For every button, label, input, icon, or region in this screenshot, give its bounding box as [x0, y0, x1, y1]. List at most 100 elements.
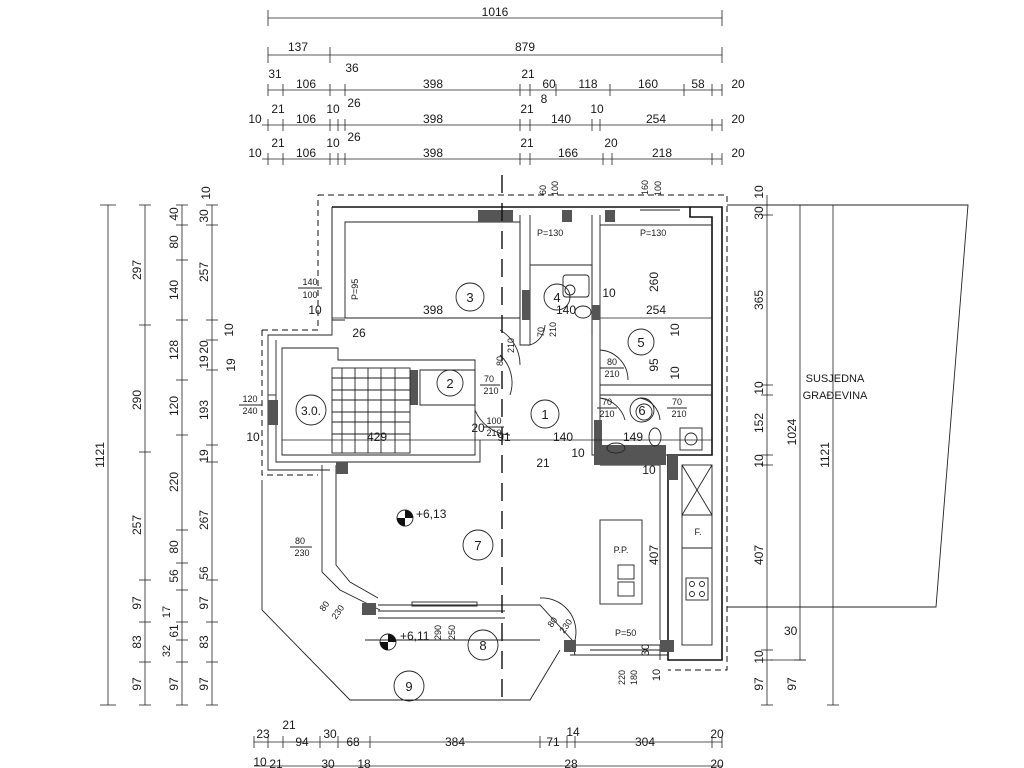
dim-label: 429 — [367, 430, 387, 444]
dim-label: 83 — [197, 635, 211, 649]
opening-height: 210 — [671, 409, 686, 419]
dim-label: 26 — [347, 96, 361, 110]
dim-label: 254 — [646, 112, 666, 126]
opening-height: 180 — [629, 670, 639, 685]
dim-label: 21 — [520, 102, 534, 116]
dim-label: 97 — [197, 677, 211, 691]
dim-label: 30 — [752, 206, 766, 220]
dim-label: 140 — [551, 112, 571, 126]
dim-label: 140 — [167, 280, 181, 300]
dim-label: 17 — [161, 606, 173, 618]
opening-height: 210 — [604, 369, 619, 379]
dim-label: 58 — [691, 77, 705, 91]
bathroom-fixtures — [562, 274, 703, 454]
dim-label: 21 — [536, 456, 550, 470]
dim-label: 398 — [423, 112, 443, 126]
dim-label: 8 — [541, 92, 548, 106]
dim-label: 23 — [256, 727, 270, 741]
dim-label: 30 — [197, 209, 211, 223]
neighbor-label-line1: SUSJEDNA — [806, 373, 865, 385]
dim-label: 106 — [296, 112, 316, 126]
opening-height: 210 — [486, 428, 501, 438]
opening-height: 240 — [242, 406, 257, 416]
dim-label: 30 — [640, 644, 652, 656]
opening-width: 290 — [433, 625, 443, 640]
dim-label: 297 — [130, 260, 144, 280]
elevation-marker-icon — [396, 509, 414, 527]
dim-label: 365 — [752, 290, 766, 310]
annotations: P=95 P=130 P=130 P=50 P.P. F. 140 100 12… — [239, 180, 702, 685]
opening-width: 140 — [302, 277, 317, 287]
dim-label: 10 — [248, 146, 262, 160]
dim-label: 10 — [668, 366, 682, 380]
elevation-label: +6,11 — [400, 629, 430, 643]
dim-label: 21 — [269, 757, 283, 768]
room-label: 7 — [474, 538, 481, 553]
dim-label: 40 — [167, 207, 181, 221]
dim-label: 80 — [167, 540, 181, 554]
dim-label: 10 — [246, 430, 260, 444]
annotation-pp: P.P. — [614, 545, 629, 555]
dim-label: 10 — [752, 381, 766, 395]
opening-height: 230 — [557, 617, 574, 635]
dim-label: 56 — [197, 566, 211, 580]
dim-label: 26 — [352, 326, 366, 340]
opening-height: 210 — [506, 338, 516, 353]
dim-label: 19 — [197, 449, 211, 463]
dim-label: 106 — [296, 77, 316, 91]
dim-label: 18 — [357, 757, 371, 768]
dim-label: 118 — [578, 77, 597, 91]
dim-label: 19 — [224, 358, 238, 372]
dim-label: 137 — [288, 40, 308, 54]
opening-width: 100 — [486, 416, 501, 426]
opening-height: 210 — [599, 409, 614, 419]
opening-height: 100 — [302, 290, 317, 300]
dim-label: 106 — [296, 146, 316, 160]
annotation-p130: P=130 — [640, 228, 666, 238]
dim-label: 56 — [167, 569, 181, 583]
dim-label: 31 — [268, 67, 282, 81]
dim-label: 193 — [197, 400, 211, 420]
dim-label: 220 — [167, 472, 181, 492]
dim-label: 21 — [520, 136, 534, 150]
left-dimension-chains: 1121 297 290 257 97 83 97 40 80 140 128 … — [93, 186, 238, 706]
door-swings — [474, 324, 661, 641]
room-label: 5 — [637, 335, 644, 350]
dim-label: 10 — [752, 454, 766, 468]
dim-label: 398 — [423, 77, 443, 91]
dim-label: 97 — [130, 677, 144, 691]
dim-label: 10 — [752, 185, 766, 199]
room-label: 9 — [405, 679, 412, 694]
dim-label: 20 — [710, 727, 724, 741]
room-label: 2 — [446, 376, 453, 391]
opening-width: 80 — [317, 599, 331, 613]
dim-label: 267 — [197, 510, 211, 530]
dim-label: 68 — [346, 735, 360, 749]
dim-label: 21 — [271, 136, 285, 150]
room-label: 1 — [541, 407, 548, 422]
dim-label: 20 — [197, 340, 211, 354]
opening-width: 80 — [607, 357, 617, 367]
dim-label: 83 — [130, 635, 144, 649]
dim-label: 140 — [553, 430, 573, 444]
dim-label: 60 — [542, 77, 556, 91]
dim-label: 61 — [167, 624, 181, 638]
opening-width: 60 — [538, 185, 548, 195]
annotation-p50: P=50 — [615, 628, 636, 638]
elevation-label: +6,13 — [416, 507, 447, 521]
dim-label: 290 — [130, 390, 144, 410]
dim-label: 120 — [167, 396, 181, 416]
neighbor-label-line2: GRAĐEVINA — [803, 390, 868, 402]
dim-label: 30 — [323, 727, 337, 741]
opening-width: 70 — [484, 374, 494, 384]
dim-label: 30 — [321, 757, 335, 768]
opening-height: 100 — [653, 181, 663, 196]
kitchen-island — [599, 519, 643, 605]
opening-width: 80 — [295, 536, 305, 546]
kitchen-unit — [681, 464, 713, 646]
dim-label: 160 — [638, 77, 658, 91]
dim-label: 10 — [651, 669, 663, 681]
dim-label: 20 — [731, 77, 745, 91]
staircase — [331, 367, 411, 454]
annotation-p130: P=130 — [537, 228, 563, 238]
